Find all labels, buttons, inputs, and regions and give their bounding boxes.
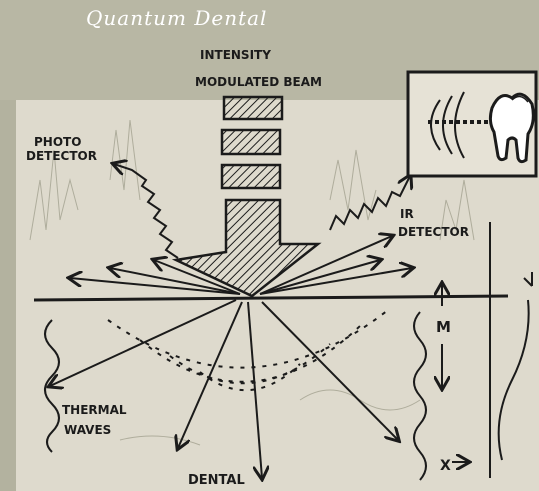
far-right-curve [499, 300, 529, 460]
thermal-wave-arcs [108, 310, 388, 390]
thermal-label-line2: WAVES [64, 423, 111, 437]
subsurface-arrows [50, 300, 398, 478]
ir-label-line2: DETECTOR [398, 225, 469, 239]
beam-label-line2: MODULATED BEAM [195, 75, 322, 89]
photo-label-line1: PHOTO [34, 135, 81, 149]
photo-label-line2: DETECTOR [26, 149, 97, 163]
beam-label-line1: INTENSITY [200, 48, 271, 62]
right-wave-boundary [414, 312, 426, 480]
axis-m-label: M [436, 318, 451, 336]
axis-x-label: X [440, 458, 451, 474]
tooth-display-box [408, 72, 536, 176]
beam-segments [176, 97, 318, 296]
ir-label-line1: IR [400, 207, 414, 221]
thermal-label-line1: THERMAL [62, 403, 127, 417]
surface-line [34, 296, 508, 300]
dental-label: DENTAL [188, 473, 245, 488]
photo-emission-wave [114, 164, 178, 258]
ir-emission-wave [330, 176, 410, 230]
